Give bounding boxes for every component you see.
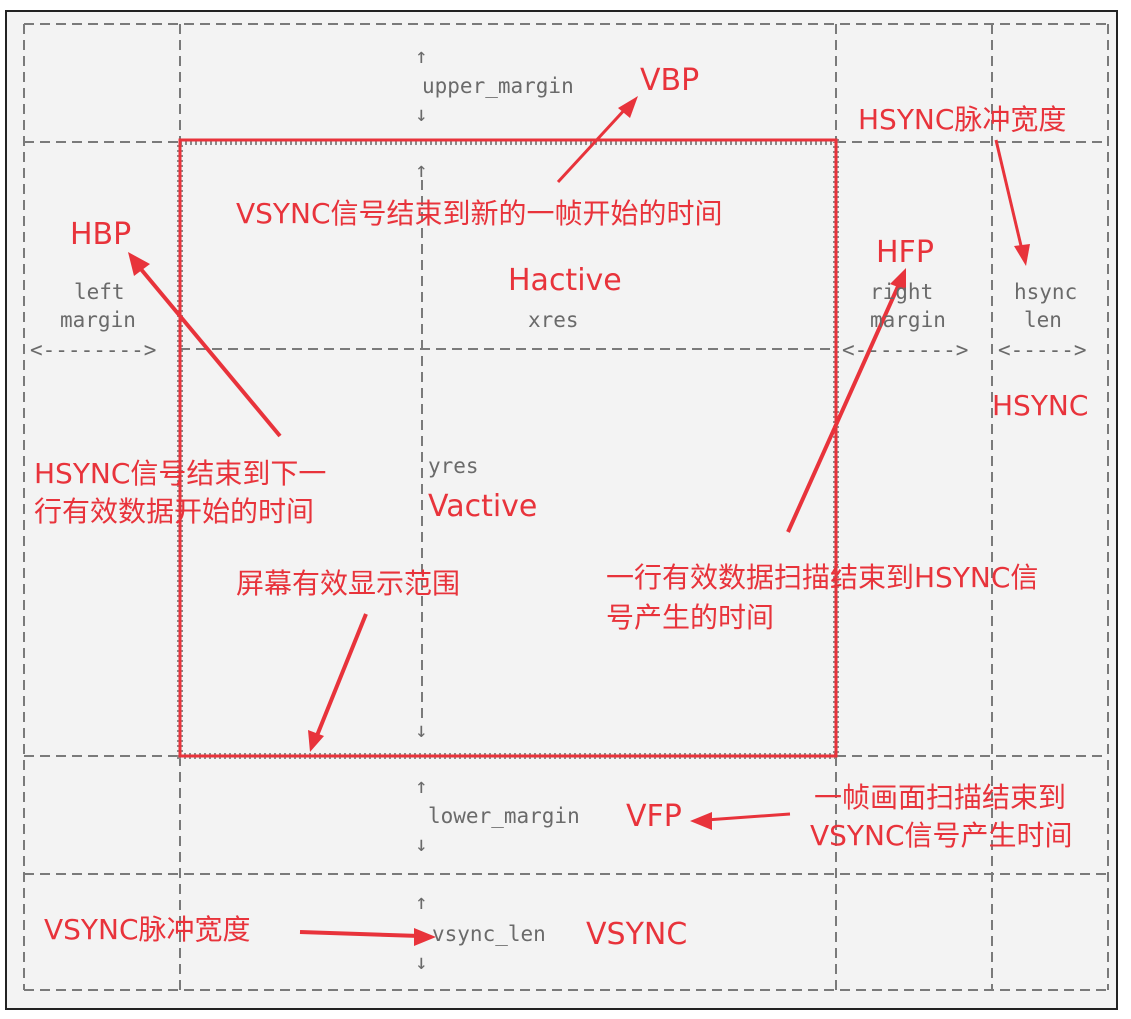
left-margin-label: left (74, 280, 125, 304)
arrow-up-icon: ↑ (415, 774, 428, 798)
arrow-up-icon: ↑ (415, 158, 428, 182)
vactive-annotation: Vactive (428, 489, 538, 524)
hfp-description: 一行有效数据扫描结束到HSYNC信 (606, 561, 1039, 594)
arrow-down-icon: ↓ (415, 950, 428, 974)
left-margin-span: <--------> (30, 338, 157, 362)
yres-label: yres (428, 454, 479, 478)
vfp-description: VSYNC信号产生时间 (810, 819, 1073, 852)
hactive-annotation: Hactive (508, 263, 622, 298)
vbp-description: VSYNC信号结束到新的一帧开始的时间 (236, 197, 723, 230)
vbp-annotation: VBP (640, 63, 700, 98)
right-margin-label: margin (870, 308, 946, 332)
xres-label: xres (528, 308, 579, 332)
hsync-annotation: HSYNC (992, 389, 1089, 422)
right-margin-label: right (870, 280, 934, 304)
hfp-description: 号产生的时间 (606, 601, 775, 634)
vsync-width-annotation: VSYNC脉冲宽度 (44, 913, 251, 946)
hbp-annotation: HBP (70, 217, 132, 252)
arrow-down-icon: ↓ (415, 718, 428, 742)
vfp-annotation: VFP (626, 799, 682, 834)
hbp-description: 行有效数据开始的时间 (34, 495, 315, 528)
vsync-annotation: VSYNC (586, 917, 688, 952)
vfp-description: 一帧画面扫描结束到 (814, 781, 1067, 814)
right-margin-span: <--------> (842, 338, 969, 362)
hsync-width-annotation: HSYNC脉冲宽度 (858, 103, 1067, 136)
hsync-len-label: len (1024, 308, 1062, 332)
lower-margin-label: lower_margin (428, 804, 580, 828)
arrow-up-icon: ↑ (415, 44, 428, 68)
arrow-up-icon: ↑ (415, 890, 428, 914)
vsync-len-label: vsync_len (432, 922, 546, 946)
hbp-description: HSYNC信号结束到下一 (34, 457, 327, 490)
hsync-len-span: <-----> (998, 338, 1087, 362)
hsync-len-label: hsync (1014, 280, 1078, 304)
upper-margin-label: upper_margin (422, 74, 574, 98)
arrow-down-icon: ↓ (415, 102, 428, 126)
left-margin-label: margin (60, 308, 136, 332)
screen-area-annotation: 屏幕有效显示范围 (236, 567, 461, 600)
hfp-annotation: HFP (876, 235, 934, 270)
arrow-down-icon: ↓ (415, 832, 428, 856)
